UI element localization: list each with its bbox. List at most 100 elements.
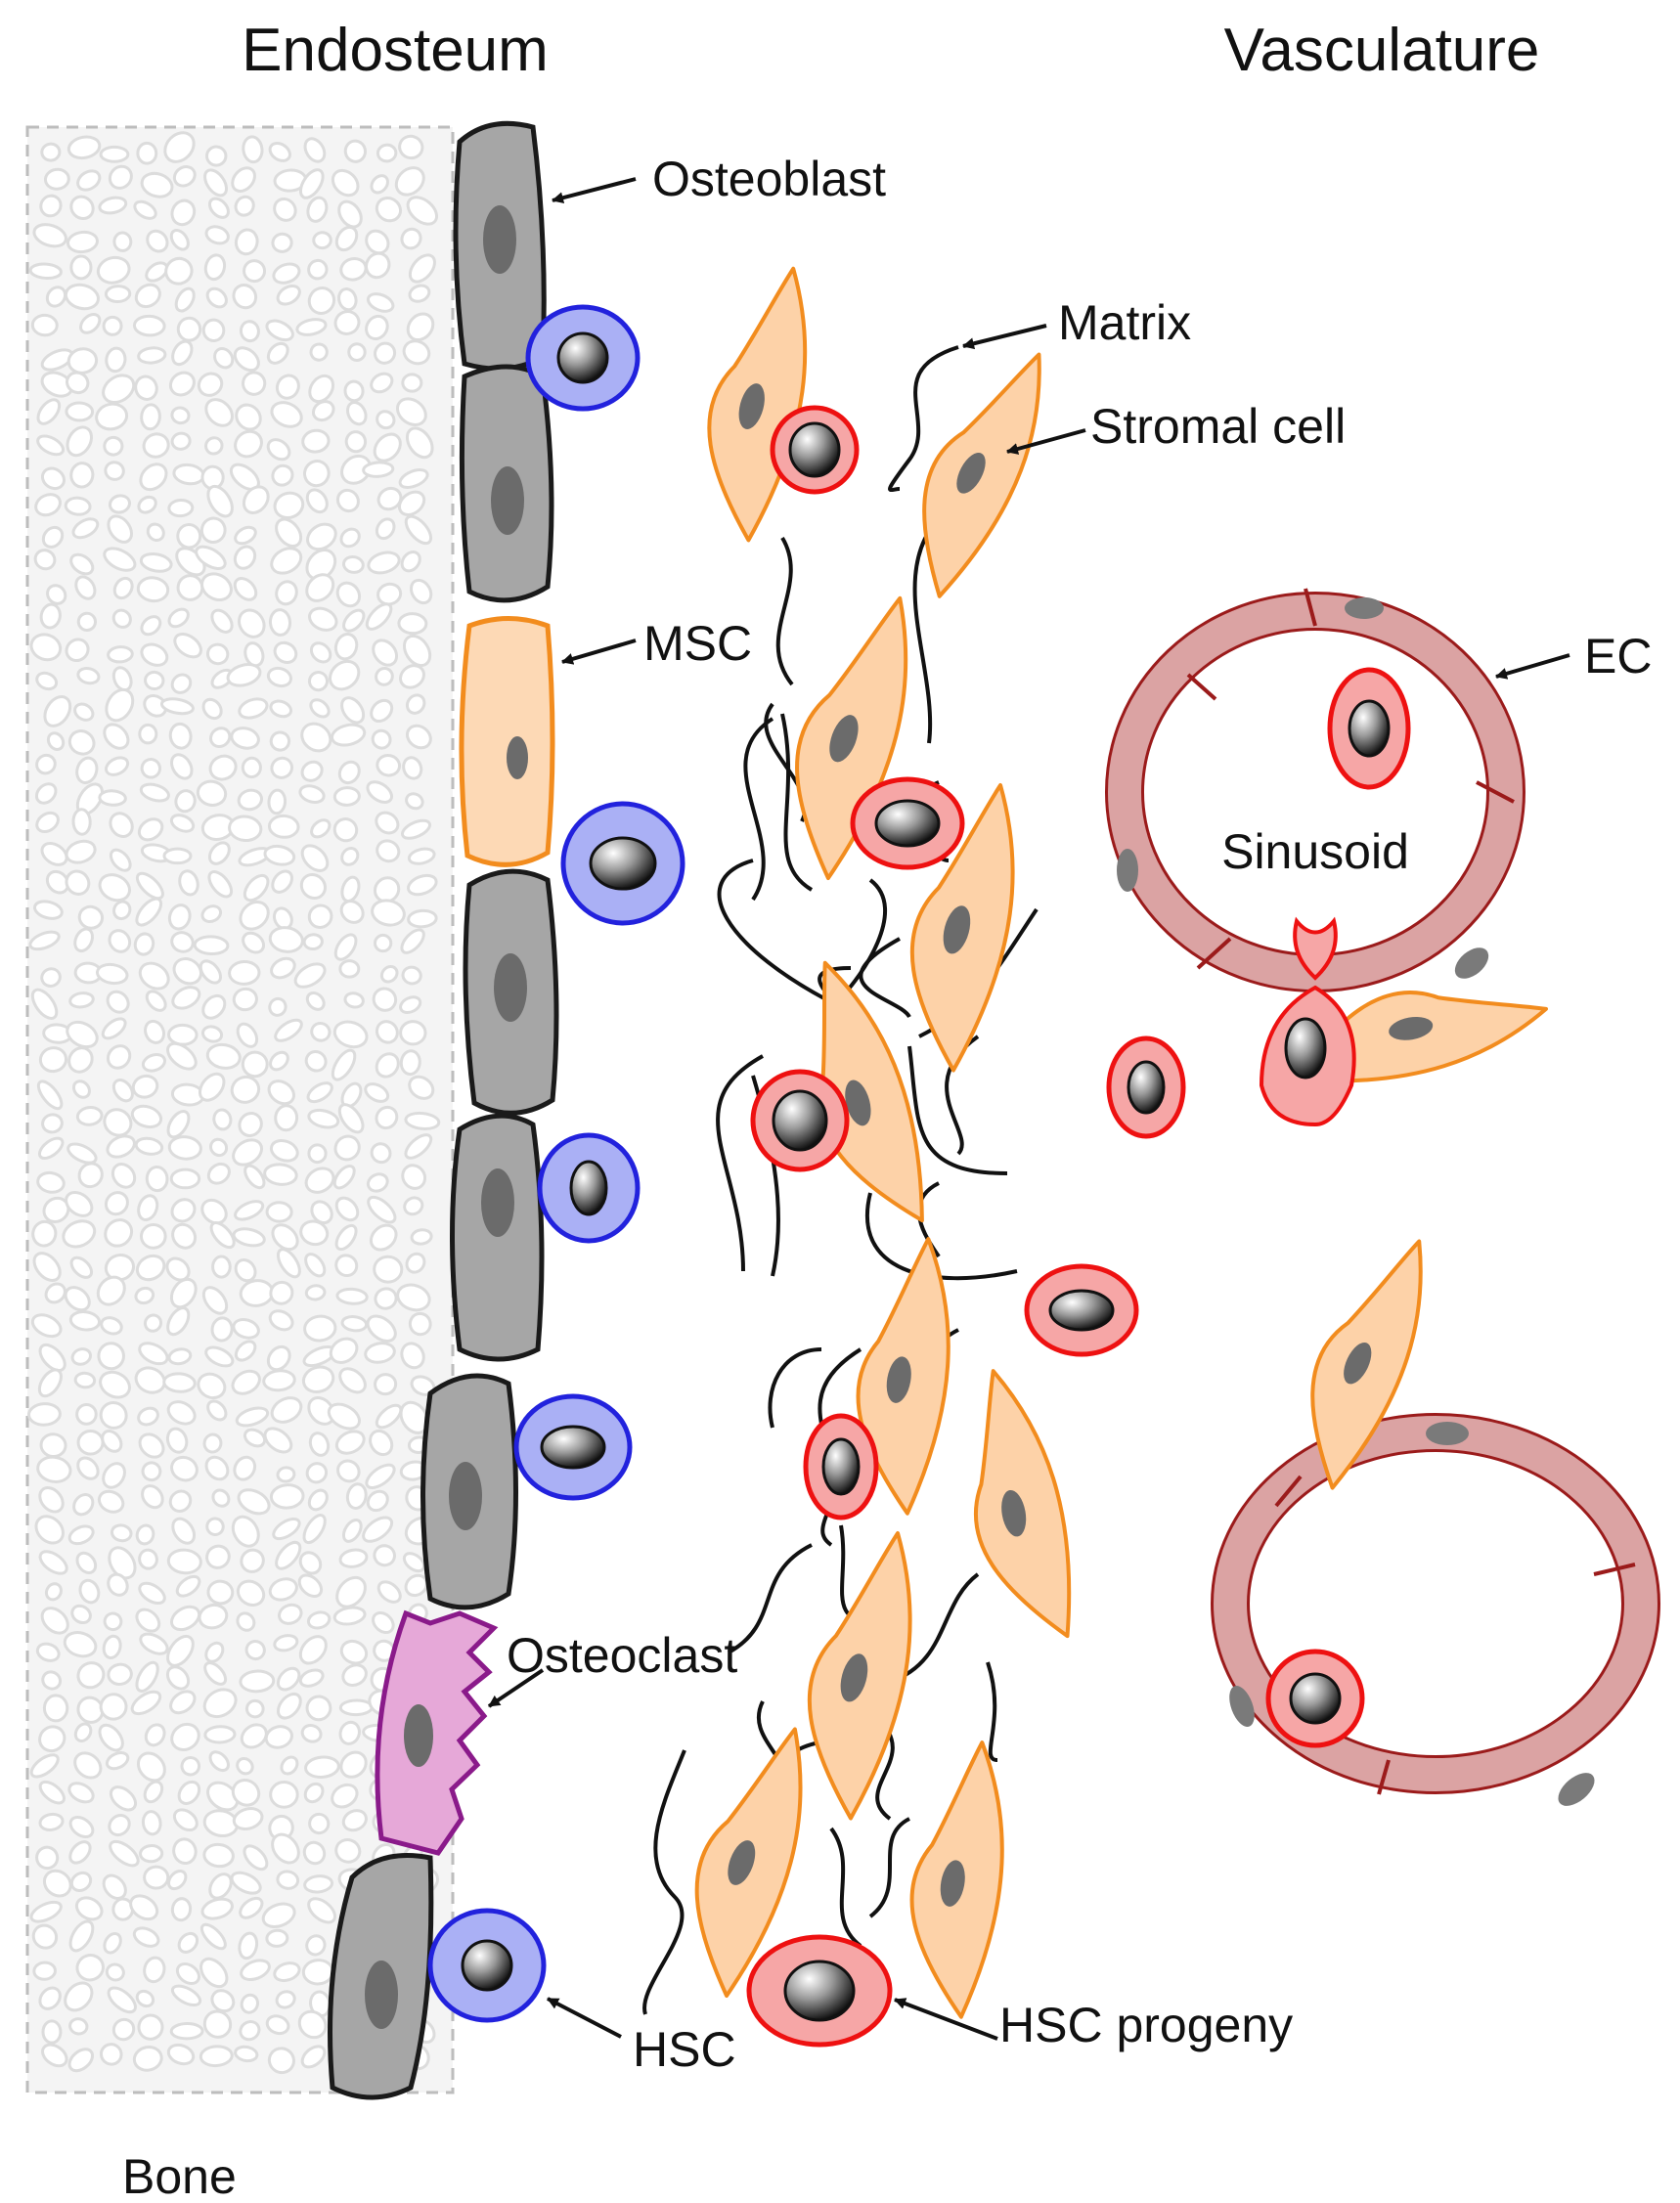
bone-pore xyxy=(372,639,399,667)
bone-pore xyxy=(112,900,132,921)
bone-pore xyxy=(336,1459,361,1483)
bone-pore xyxy=(242,135,264,164)
bone-pore xyxy=(106,1134,136,1159)
bone-pore xyxy=(34,493,62,517)
bone-pore xyxy=(337,199,363,229)
bone-pore xyxy=(365,251,391,280)
label-stromal-cell: Stromal cell xyxy=(1090,399,1346,454)
bone-pore xyxy=(167,903,192,931)
bone-pore xyxy=(73,1722,93,1743)
bone-pore xyxy=(96,1275,126,1306)
bone-pore xyxy=(206,1399,228,1422)
bone-pore xyxy=(298,1551,323,1575)
bone-pore xyxy=(164,256,194,286)
bone-pore xyxy=(144,1723,166,1747)
bone-pore xyxy=(102,374,136,405)
bone-pores xyxy=(26,131,441,2075)
bone-pore xyxy=(367,1195,397,1224)
bone-pore xyxy=(265,2014,290,2036)
bone-pore xyxy=(243,641,265,668)
label-matrix: Matrix xyxy=(1058,295,1191,350)
bone-pore xyxy=(166,1400,197,1426)
bone-pore xyxy=(136,576,170,603)
bone-pore xyxy=(305,573,335,602)
bone-pore xyxy=(131,1074,159,1099)
bone-pore xyxy=(207,197,230,219)
bone-pore xyxy=(406,196,439,226)
bone-pore xyxy=(236,1611,256,1632)
bone-pore xyxy=(306,1610,332,1630)
bone-pore xyxy=(307,1488,329,1512)
stromal-cell xyxy=(795,595,908,881)
bone-pore xyxy=(134,1136,164,1156)
bone-pore xyxy=(339,1639,369,1665)
bone-pore xyxy=(176,523,202,550)
bone-pore xyxy=(205,145,228,167)
bone-pore xyxy=(203,168,228,198)
label-bone: Bone xyxy=(122,2149,237,2203)
bone-pore xyxy=(68,1919,95,1953)
bone-pore xyxy=(337,1103,365,1134)
bone-pore xyxy=(134,375,158,401)
bone-pore xyxy=(76,169,102,192)
bone-pore xyxy=(40,841,68,866)
bone-pore xyxy=(141,1484,164,1510)
bone-pore xyxy=(40,967,62,988)
bone-pore xyxy=(270,1396,303,1424)
bone-pore xyxy=(340,847,360,866)
bone-pore xyxy=(64,1286,91,1312)
bone-pore xyxy=(38,1780,66,1805)
bone-pore xyxy=(410,1228,433,1246)
bone-pore xyxy=(70,1604,92,1625)
bone-pore xyxy=(138,1548,158,1570)
bone-pore xyxy=(32,1252,62,1282)
bone-pore xyxy=(206,1781,240,1812)
bone-pore xyxy=(204,1345,235,1368)
stromal-nucleus xyxy=(956,452,986,494)
bone-pore xyxy=(41,2019,63,2045)
bone-pore xyxy=(298,784,326,804)
bone-pore xyxy=(373,933,393,953)
bone-pore xyxy=(208,754,238,781)
bone-pore xyxy=(71,517,100,540)
bone-pore xyxy=(271,1223,299,1252)
bone-pore xyxy=(399,1049,421,1077)
stromal-nucleus xyxy=(1344,1342,1372,1385)
bone-pore xyxy=(268,1577,298,1602)
bone-pore xyxy=(101,1430,123,1453)
bone-pore xyxy=(103,723,130,750)
bone-pore xyxy=(374,341,397,365)
bone-pore xyxy=(102,1873,127,1901)
bone-pore xyxy=(379,965,399,984)
bone-pore xyxy=(369,1223,398,1252)
bone-pore xyxy=(66,1020,99,1049)
bone-pore xyxy=(231,1369,261,1395)
bone-pore xyxy=(44,1282,66,1304)
bone-pore xyxy=(268,608,292,637)
bone-pore xyxy=(304,1755,340,1779)
bone-pore xyxy=(262,1369,296,1392)
bone-pore xyxy=(104,285,132,303)
bone-pore xyxy=(400,1342,425,1370)
bone-pore xyxy=(199,516,227,545)
bone-pore xyxy=(266,341,289,365)
hsc-progeny-cell xyxy=(770,405,860,495)
bone-pore xyxy=(35,753,57,775)
bone-pore xyxy=(267,1079,295,1106)
bone-pore xyxy=(193,935,230,956)
bone-pore xyxy=(143,693,168,718)
cell-nucleus xyxy=(1284,1017,1327,1079)
bone-pore xyxy=(341,1663,368,1688)
bone-pore xyxy=(67,1046,94,1074)
bone-pore xyxy=(271,463,294,487)
bone-pore xyxy=(334,225,359,252)
label-msc: MSC xyxy=(643,616,752,671)
bone-pore xyxy=(204,1455,230,1481)
bone-pore xyxy=(65,1190,94,1217)
bone-pore xyxy=(202,1842,235,1869)
bone-pore xyxy=(300,760,324,782)
bone-pore xyxy=(376,486,403,511)
bone-pore xyxy=(206,1162,231,1185)
bone-pore xyxy=(195,545,227,570)
